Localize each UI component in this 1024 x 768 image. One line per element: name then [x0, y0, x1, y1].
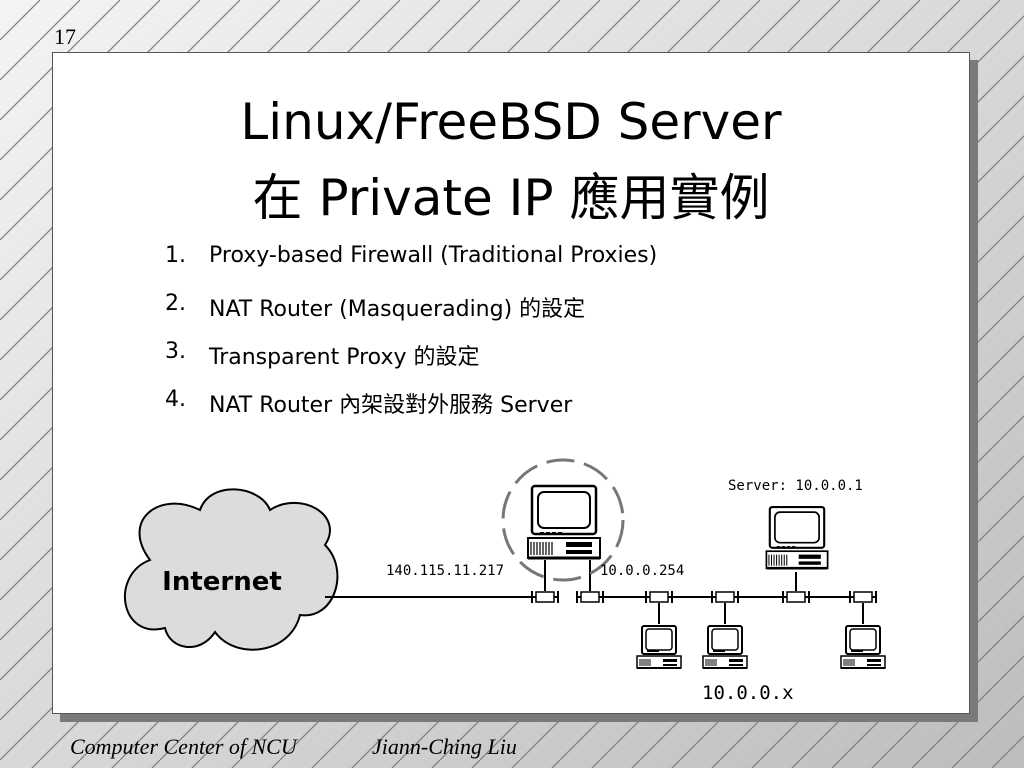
footer-author: Jiann-Ching Liu: [372, 734, 517, 759]
client-computer-icon: [636, 625, 682, 669]
list-item-text: NAT Router 內架設對外服務 Server: [209, 393, 573, 418]
list-item: 4.NAT Router 內架設對外服務 Server: [165, 387, 657, 435]
slide-subtitle: 在 Private IP 應用實例: [252, 169, 770, 227]
nat-router-computer-icon: [526, 484, 602, 560]
client-computer-icon: [702, 625, 748, 669]
internet-cloud: [124, 488, 339, 651]
server-connector: [782, 590, 810, 604]
topic-list: 1.Proxy-based Firewall (Traditional Prox…: [165, 243, 657, 435]
client-computer-icon: [840, 625, 886, 669]
client-connector: [645, 590, 673, 604]
external-ip-label: 140.115.11.217: [386, 563, 504, 579]
internet-label: Internet: [162, 567, 282, 597]
page-number: 17: [54, 24, 76, 49]
server-computer-icon: [765, 505, 829, 570]
client-drop-cables: [544, 560, 864, 624]
client-subnet-label: 10.0.0.x: [702, 682, 794, 704]
list-item: 1.Proxy-based Firewall (Traditional Prox…: [165, 243, 657, 291]
slide-card: Linux/FreeBSD Server 在 Private IP 應用實例 1…: [52, 52, 970, 714]
wan-connector: [531, 590, 559, 604]
list-item-text: Proxy-based Firewall (Traditional Proxie…: [209, 243, 658, 268]
server-ip-label: Server: 10.0.0.1: [728, 478, 863, 494]
internal-ip-label: 10.0.0.254: [600, 563, 684, 579]
client-connector: [711, 590, 739, 604]
lan-connector: [576, 590, 604, 604]
client-connector: [849, 590, 877, 604]
list-item-text: Transparent Proxy 的設定: [209, 345, 480, 370]
router-highlight-circle: [501, 458, 625, 582]
footer-organization: Computer Center of NCU: [70, 734, 297, 759]
list-item: 3.Transparent Proxy 的設定: [165, 339, 657, 387]
list-item-text: NAT Router (Masquerading) 的設定: [209, 297, 586, 322]
list-item: 2.NAT Router (Masquerading) 的設定: [165, 291, 657, 339]
slide-title: Linux/FreeBSD Server: [240, 93, 782, 151]
